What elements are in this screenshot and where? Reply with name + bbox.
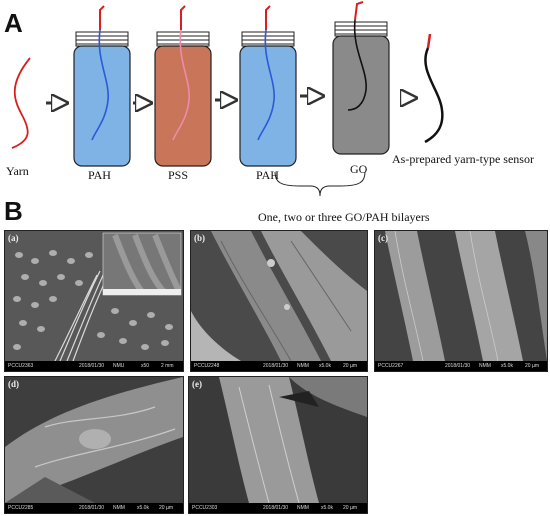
- sem-image-a-id: PCCU2363: [8, 363, 34, 369]
- vial-pah-2-yarn-top: [265, 5, 271, 30]
- sem-image-c-id: PCCU2267: [378, 363, 404, 369]
- sem-image-b-date: 2018/01/30: [263, 363, 289, 369]
- sem-image-a-inst: NMU: [113, 363, 125, 369]
- sem-image-c-scale: 20 µm: [525, 363, 539, 369]
- sensor-yarn: [424, 47, 444, 144]
- bilayer-brace: [274, 171, 366, 197]
- sem-image-e-inst: NMM: [297, 505, 309, 511]
- sem-image-d: (d) PCCU2285 2018/01/30 NMM x5.0k 20 µm: [4, 376, 184, 514]
- vial-pah-2-body: [239, 45, 297, 167]
- vial-pss-yarn-coated: [172, 29, 190, 141]
- vial-pah-1-yarn-coated: [91, 29, 109, 141]
- sensor-yarn-tip: [426, 33, 432, 49]
- label-sensor: As-prepared yarn-type sensor: [392, 152, 534, 166]
- sem-image-c-date: 2018/01/30: [445, 363, 471, 369]
- sem-image-a-sublabel: (a): [8, 233, 19, 243]
- vial-pss-body: [154, 45, 212, 167]
- label-pah-1: PAH: [88, 168, 111, 182]
- vial-go-yarn-top: [354, 1, 364, 21]
- sem-image-b-id: PCCU2248: [194, 363, 220, 369]
- sem-image-e: (e) PCCU2303 2018/01/30 NMM x5.0k 20 µm: [188, 376, 368, 514]
- sem-image-e-footer: PCCU2303 2018/01/30 NMM x5.0k 20 µm: [189, 503, 367, 513]
- label-pss: PSS: [168, 168, 189, 182]
- sem-image-b-footer: PCCU2248 2018/01/30 NMM x5.0k 20 µm: [191, 361, 367, 371]
- vial-pah-2: [239, 5, 297, 167]
- label-bilayers: One, two or three GO/PAH bilayers: [258, 210, 430, 224]
- sem-image-c-inst: NMM: [479, 363, 491, 369]
- sem-image-d-scale: 20 µm: [159, 505, 173, 511]
- vial-pss: [154, 5, 212, 167]
- vial-pah-1: [73, 5, 131, 167]
- vial-pss-yarn-top: [180, 5, 186, 30]
- sem-image-d-footer: PCCU2285 2018/01/30 NMM x5.0k 20 µm: [5, 503, 183, 513]
- sem-image-b-scale: 20 µm: [343, 363, 357, 369]
- panel-b-letter: B: [4, 196, 23, 226]
- label-yarn: Yarn: [6, 164, 29, 178]
- sem-image-a-date: 2018/01/30: [79, 363, 105, 369]
- sem-image-b-inst: NMM: [297, 363, 309, 369]
- sem-image-e-id: PCCU2303: [192, 505, 218, 511]
- sem-image-e-scale: 20 µm: [343, 505, 357, 511]
- sem-image-b: (b) PCCU2248 2018/01/30 NMM x5.0k 20 µm: [190, 230, 368, 372]
- sem-image-d-id: PCCU2285: [8, 505, 34, 511]
- label-pah-2: PAH: [256, 168, 279, 182]
- vial-pah-2-yarn-coated: [257, 29, 275, 141]
- sem-image-b-mag: x5.0k: [319, 363, 331, 369]
- vial-go-body: [332, 35, 390, 155]
- sem-image-e-sublabel: (e): [192, 379, 202, 389]
- sem-image-c-mag: x5.0k: [501, 363, 513, 369]
- schematic-diagram: [11, 1, 444, 197]
- sem-image-a: (a) PCCU2363 2018/01/30 NMU x50 2 mm: [4, 230, 184, 372]
- sem-image-d-sublabel: (d): [8, 379, 19, 389]
- sem-image-e-mag: x5.0k: [321, 505, 333, 511]
- vial-pah-1-yarn-top: [99, 5, 105, 30]
- panel-a-letter: A: [4, 8, 23, 38]
- sem-image-d-mag: x5.0k: [137, 505, 149, 511]
- sem-image-c-sublabel: (c): [378, 233, 388, 243]
- sem-image-d-inst: NMM: [113, 505, 125, 511]
- sem-image-c-footer: PCCU2267 2018/01/30 NMM x5.0k 20 µm: [375, 361, 547, 371]
- label-go: GO: [350, 162, 368, 176]
- sem-image-a-mag: x50: [141, 363, 150, 369]
- sem-image-a-footer: PCCU2363 2018/01/30 NMU x50 2 mm: [5, 361, 183, 371]
- sem-image-c: (c) PCCU2267 2018/01/30 NMM x5.0k 20 µm: [374, 230, 548, 372]
- sem-image-b-sublabel: (b): [194, 233, 205, 243]
- sem-image-d-date: 2018/01/30: [79, 505, 105, 511]
- sem-image-a-scale: 2 mm: [161, 363, 174, 369]
- vial-go-yarn-coated: [347, 19, 367, 111]
- sem-image-e-date: 2018/01/30: [263, 505, 289, 511]
- vial-go: [332, 1, 390, 155]
- vial-pah-1-body: [73, 45, 131, 167]
- bare-yarn: [11, 57, 31, 149]
